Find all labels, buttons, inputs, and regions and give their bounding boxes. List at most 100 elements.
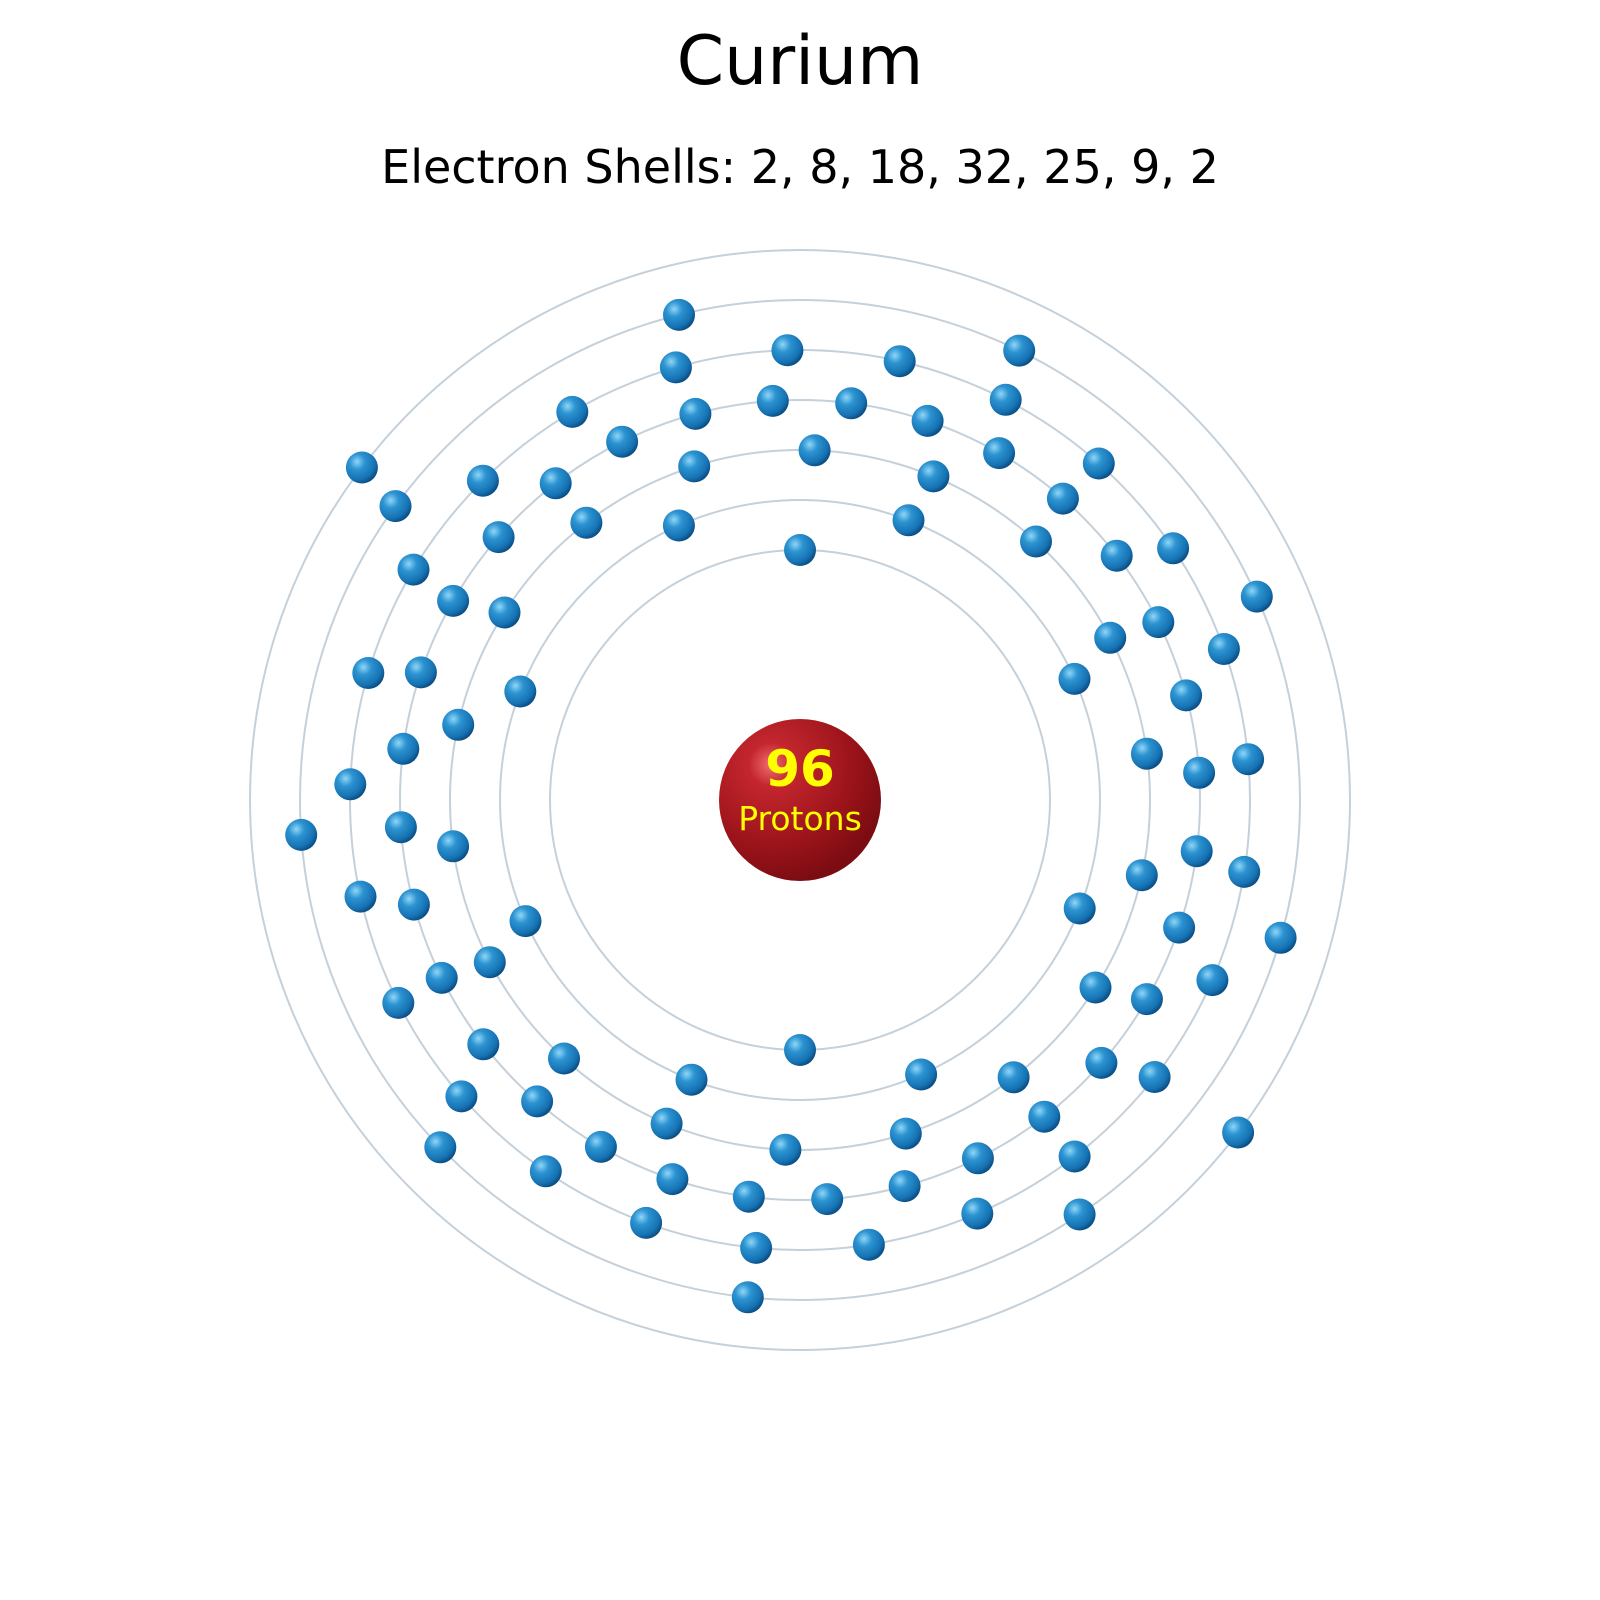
electron bbox=[466, 464, 499, 497]
electron-shell-6 bbox=[299, 299, 1301, 1301]
electron bbox=[1003, 334, 1036, 367]
electron-layer bbox=[285, 298, 1297, 1314]
electron bbox=[437, 584, 470, 617]
electron bbox=[488, 596, 521, 629]
electron bbox=[663, 298, 695, 331]
electron bbox=[548, 1042, 580, 1075]
electron bbox=[1196, 964, 1229, 997]
electron bbox=[1264, 921, 1297, 954]
nucleus: 96 Protons bbox=[719, 719, 881, 881]
electron bbox=[344, 880, 377, 913]
electron bbox=[1183, 756, 1216, 789]
electron bbox=[345, 451, 378, 484]
electron bbox=[1228, 855, 1261, 888]
electron bbox=[584, 1130, 617, 1163]
electron bbox=[1058, 1140, 1091, 1173]
electron bbox=[397, 888, 430, 921]
electron bbox=[662, 509, 695, 542]
electron bbox=[1125, 859, 1158, 892]
electron bbox=[740, 1231, 773, 1264]
electron bbox=[334, 768, 367, 801]
electron bbox=[482, 521, 515, 554]
electron bbox=[769, 1133, 802, 1166]
electron bbox=[521, 1085, 554, 1118]
electron-shell-7 bbox=[249, 249, 1351, 1351]
electron bbox=[731, 1281, 764, 1314]
electron bbox=[424, 1131, 457, 1164]
electron bbox=[771, 334, 804, 367]
electron bbox=[1222, 1116, 1255, 1149]
electron bbox=[798, 434, 831, 467]
electron bbox=[630, 1206, 663, 1239]
electron bbox=[473, 946, 506, 979]
electron bbox=[467, 1028, 500, 1061]
electron bbox=[425, 961, 458, 994]
electron bbox=[905, 1058, 938, 1091]
electron bbox=[529, 1155, 562, 1188]
electron bbox=[539, 467, 572, 500]
electron bbox=[756, 384, 789, 417]
electron bbox=[917, 460, 950, 493]
electron bbox=[1180, 835, 1213, 868]
electron-shell-4 bbox=[399, 399, 1201, 1201]
electron bbox=[659, 351, 692, 384]
electron bbox=[570, 506, 603, 539]
electron bbox=[379, 490, 412, 523]
electron bbox=[989, 383, 1022, 416]
electron bbox=[382, 986, 415, 1019]
electron bbox=[679, 397, 712, 430]
electron bbox=[606, 425, 639, 458]
electron bbox=[1094, 621, 1127, 654]
proton-count: 96 bbox=[765, 740, 835, 798]
electron bbox=[1130, 983, 1163, 1016]
electron bbox=[835, 387, 868, 420]
electron bbox=[404, 656, 437, 689]
electron bbox=[784, 534, 816, 566]
electron bbox=[1232, 743, 1265, 776]
nucleus-sphere bbox=[719, 719, 881, 881]
electron bbox=[1063, 1198, 1096, 1231]
electron bbox=[285, 818, 318, 851]
electron bbox=[911, 404, 944, 437]
electron bbox=[387, 732, 420, 765]
electron bbox=[1100, 539, 1133, 572]
electron bbox=[384, 811, 417, 844]
protons-label: Protons bbox=[738, 799, 862, 838]
electron bbox=[1085, 1046, 1118, 1079]
electron bbox=[1028, 1100, 1061, 1133]
electron bbox=[1157, 532, 1190, 565]
electron bbox=[397, 553, 430, 586]
electron bbox=[1079, 971, 1112, 1004]
electron bbox=[656, 1163, 689, 1196]
shell-configuration: Electron Shells: 2, 8, 18, 32, 25, 9, 2 bbox=[381, 140, 1219, 194]
electron bbox=[1138, 1061, 1171, 1093]
electron bbox=[883, 345, 916, 378]
electron-shell-2 bbox=[499, 499, 1101, 1101]
electron bbox=[1020, 525, 1052, 558]
electron bbox=[675, 1063, 708, 1096]
electron bbox=[352, 657, 385, 689]
electron bbox=[509, 905, 542, 938]
electron bbox=[892, 504, 925, 537]
electron bbox=[678, 450, 711, 483]
electron bbox=[1058, 662, 1091, 695]
electron bbox=[504, 675, 537, 708]
diagram-title: Curium bbox=[676, 22, 924, 101]
electron bbox=[889, 1117, 922, 1150]
electron bbox=[1130, 737, 1163, 770]
electron bbox=[997, 1061, 1030, 1094]
electron bbox=[1046, 482, 1079, 515]
electron bbox=[1163, 911, 1196, 944]
electron bbox=[888, 1170, 921, 1203]
electron bbox=[1207, 633, 1240, 665]
electron bbox=[961, 1197, 994, 1230]
electron bbox=[1170, 679, 1203, 712]
electron bbox=[556, 395, 589, 428]
electron bbox=[1240, 580, 1273, 613]
electron bbox=[732, 1180, 765, 1213]
electron bbox=[445, 1080, 478, 1113]
electron bbox=[852, 1228, 885, 1261]
electron bbox=[442, 708, 475, 741]
electron bbox=[437, 830, 470, 863]
